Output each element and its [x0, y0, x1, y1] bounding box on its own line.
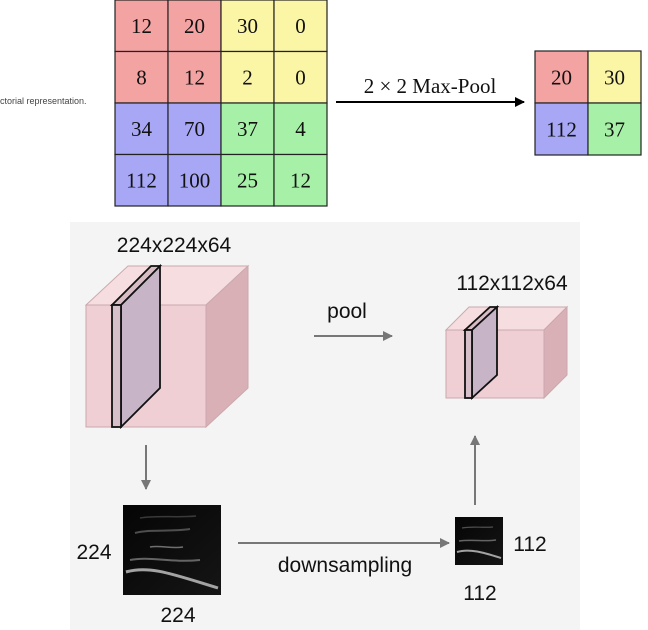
downsampling-label: downsampling: [278, 554, 412, 577]
input-grid-cell: [220, 153, 275, 207]
output-image-right-label: 112: [513, 533, 546, 556]
input-grid-cell-value: 0: [295, 14, 306, 38]
input-image-bottom-label: 224: [160, 604, 195, 627]
input-grid-cell-value: 25: [237, 169, 258, 193]
input-grid-cell-value: 100: [179, 169, 211, 193]
caption-text: Pictorial representation.: [0, 96, 87, 106]
input-volume-cube: [84, 263, 250, 430]
input-grid-cell-value: 37: [237, 117, 258, 141]
input-grid-cell: [114, 102, 169, 156]
output-image-bottom-label: 112: [463, 582, 496, 605]
input-grid-cell-value: 34: [131, 117, 153, 141]
output-volume-cube: [444, 304, 569, 401]
cube-slice-front: [111, 304, 122, 428]
small-cube-slice-front: [464, 329, 473, 399]
input-grid-cell: [167, 102, 222, 156]
input-grid-cell-value: 12: [290, 169, 311, 193]
input-image-left-label: 224: [76, 541, 111, 564]
output-grid: 20 30 112 37: [534, 50, 642, 156]
input-grid-cell: [167, 0, 222, 53]
input-grid-cell: [114, 153, 169, 207]
output-grid-cell: [587, 102, 642, 156]
input-grid-cell-value: 20: [184, 14, 205, 38]
input-grid-cell-value: 30: [237, 14, 258, 38]
input-grid-cell: [220, 0, 275, 53]
input-grid-cell-value: 112: [126, 169, 157, 193]
output-grid-cell-value: 20: [551, 65, 572, 89]
input-grid-cell: [273, 153, 328, 207]
input-grid-cell-value: 70: [184, 117, 205, 141]
input-grid-cell-value: 12: [131, 14, 152, 38]
input-grid-cell: [273, 0, 328, 53]
output-grid-cell-value: 112: [546, 117, 577, 141]
pool-label: pool: [327, 300, 367, 323]
input-grid-cell-value: 0: [295, 66, 306, 90]
output-feature-map: [455, 517, 503, 565]
input-grid-cell-value: 4: [295, 117, 306, 141]
output-volume-label: 112x112x64: [456, 272, 568, 295]
input-grid-cell-value: 2: [242, 66, 253, 90]
input-grid-cell: [220, 102, 275, 156]
input-grid-cell: [167, 153, 222, 207]
input-grid-cell-value: 8: [136, 66, 147, 90]
max-pool-label: 2 × 2 Max-Pool: [364, 74, 497, 98]
output-grid-cell: [587, 50, 642, 104]
input-grid-cell: [273, 50, 328, 104]
output-grid-cell-value: 30: [604, 65, 625, 89]
output-grid-cell-value: 37: [604, 117, 625, 141]
input-grid-cell-value: 12: [184, 66, 205, 90]
input-feature-map: [123, 505, 221, 595]
output-grid-cell: [534, 102, 589, 156]
input-grid-cell: [114, 0, 169, 53]
input-volume-label: 224x224x64: [117, 234, 232, 257]
